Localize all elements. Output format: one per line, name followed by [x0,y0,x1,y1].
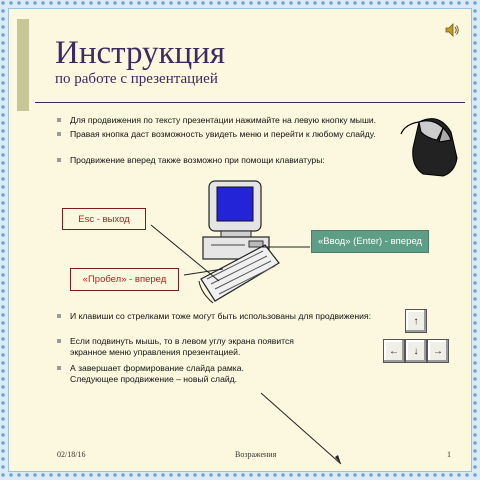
bullet-square [57,118,61,122]
esc-callout: Esc - выход [62,208,146,230]
bullet-square [57,314,61,318]
right-arrow-key: → [427,339,449,363]
mouse-icon [400,118,458,177]
title-accent-bar [17,19,29,111]
bullet-square [57,132,61,136]
page-number: 1 [447,450,451,459]
slide-subtitle: по работе с презентацией [55,71,218,87]
keyboard-icon [198,244,280,304]
title-divider [35,102,465,103]
left-arrow-key: ← [383,339,405,363]
sound-icon[interactable] [445,22,461,38]
space-callout: «Пробел» - вперед [70,268,179,291]
bullet-square [57,366,61,370]
footer-date: 02/18/16 [57,450,86,459]
bullet-square [57,158,61,162]
down-arrow-key: ↓ [405,339,427,363]
callout-lines [150,224,342,465]
footer-title: Возражения [235,450,277,459]
up-arrow-key: ↑ [405,309,427,333]
slide-title: Инструкция [55,35,226,71]
slide[interactable]: Инструкция по работе с презентацией Для … [9,9,471,471]
enter-callout: «Ввод» (Enter) - вперед [311,230,429,253]
bullet-square [57,339,61,343]
